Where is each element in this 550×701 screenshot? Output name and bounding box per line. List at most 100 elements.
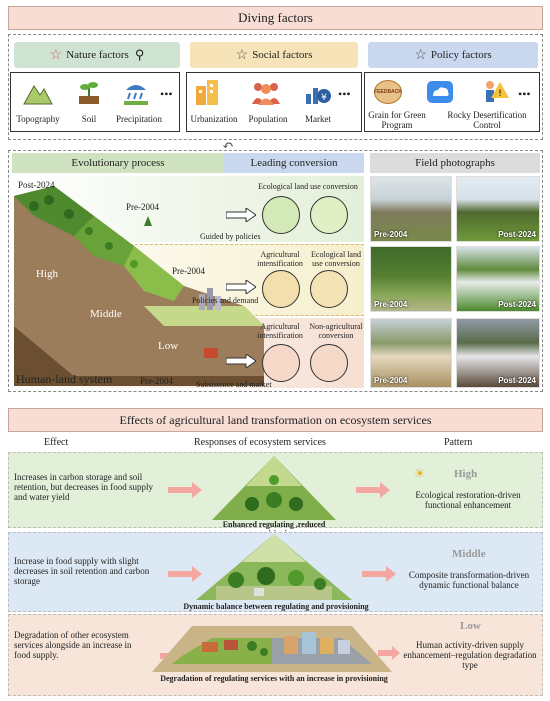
- driver-label-row1: Guided by policies: [200, 232, 261, 241]
- feedback-badge-icon: FEEDBACK: [374, 80, 402, 104]
- more-dots-icon: •••: [338, 87, 351, 101]
- market-chart-icon: ¥: [306, 88, 331, 104]
- conversion-row2-title-b: Ecological land use conversion: [311, 250, 361, 268]
- terrain-illustration: [14, 186, 264, 386]
- driver-label-row2: Policies and demand: [192, 296, 259, 305]
- effect-text-low: Degradation of other ecosystem services …: [14, 630, 132, 660]
- social-item-urbanization: Urbanization: [190, 114, 238, 124]
- pattern-text-low: Human activity-driven supply enhancement…: [403, 640, 537, 670]
- driver-label-row3: Subsistence and market: [196, 380, 272, 389]
- factors-panel: [8, 34, 543, 140]
- cloud-network-icon: [427, 81, 453, 103]
- field-photo-low-pre: Pre-2004: [370, 318, 452, 388]
- effects-title: Effects of agricultural land transformat…: [119, 412, 432, 427]
- magnifier-icon: ⚲: [134, 47, 145, 62]
- nature-factors-label: Nature factors: [66, 49, 129, 61]
- field-photo-middle-pre: Pre-2004: [370, 246, 452, 312]
- ecological-conversion-icon: [310, 270, 348, 308]
- ecological-conversion-icon: [262, 196, 300, 234]
- soil-sprout-icon: [79, 82, 99, 104]
- evolution-panel: [8, 150, 543, 392]
- policy-factors-label: Policy factors: [430, 49, 492, 61]
- field-photo-low-post: Post-2024: [456, 318, 540, 388]
- ecological-conversion-icon: [310, 196, 348, 234]
- precipitation-icon: [124, 85, 148, 105]
- effect-text-high: Increases in carbon storage and soil ret…: [14, 472, 153, 502]
- more-dots-icon: •••: [160, 87, 173, 101]
- terrain-post-2024-label: Post-2024: [18, 180, 55, 190]
- mountain-icon: [23, 85, 53, 105]
- terrain-pre-2004-label-middle: Pre-2004: [172, 266, 205, 276]
- social-item-market: Market: [305, 114, 331, 124]
- social-factors-label: Social factors: [252, 49, 313, 61]
- social-star-icon: ☆: [235, 47, 249, 63]
- nature-star-icon: ☆: [49, 47, 63, 63]
- policy-star-icon: ☆: [414, 47, 427, 63]
- diving-factors-title: Diving factors: [238, 10, 313, 25]
- social-factors-box: [186, 72, 362, 132]
- social-factors-header: ☆ Social factors: [190, 42, 358, 68]
- leading-conversion-header: Leading conversion: [224, 153, 364, 173]
- policy-factors-header: ☆ Policy factors: [368, 42, 538, 68]
- diving-factors-title-box: Diving factors: [8, 6, 543, 30]
- row1-pink-arrow-right-icon: [356, 482, 390, 498]
- column-header-effect: Effect: [44, 437, 69, 448]
- zone-high-label: High: [36, 268, 58, 280]
- field-photographs-header: Field photographs: [370, 153, 540, 173]
- sun-icon: ☀: [414, 466, 426, 481]
- conversion-row1-title: Ecological land use conversion: [258, 182, 358, 191]
- terrain-pre-2004-label-high: Pre-2004: [126, 202, 159, 212]
- column-header-pattern: Pattern: [444, 437, 473, 448]
- row1-arrow-icon: [226, 208, 256, 222]
- level-low-label: Low: [460, 620, 481, 632]
- nature-factors-box: [10, 72, 180, 132]
- agricultural-intensification-icon: [262, 270, 300, 308]
- column-header-responses: Responses of ecosystem services: [194, 437, 326, 448]
- nature-item-precipitation: Precipitation: [116, 114, 162, 124]
- svg-text:!: !: [498, 89, 502, 99]
- row3-arrow-icon: [226, 354, 256, 368]
- city-buildings-icon: [310, 344, 348, 382]
- nature-factors-header: ☆ Nature factors ⚲: [14, 42, 180, 68]
- more-dots-icon: •••: [518, 87, 531, 101]
- field-photo-high-post: Post-2024: [456, 176, 540, 242]
- field-photo-middle-post: Post-2024: [456, 246, 540, 312]
- policy-factors-box: [364, 72, 540, 132]
- level-high-label: High: [454, 468, 478, 480]
- mixed-pyramid-middle: [196, 534, 352, 600]
- social-item-population: Population: [248, 114, 288, 124]
- conversion-row3-title-b: Non-agricultural conversion: [309, 322, 363, 340]
- conversion-row3-title-a: Agricultural intensification: [257, 322, 303, 340]
- field-photo-high-pre: Pre-2004: [370, 176, 452, 242]
- forest-pyramid-high: [212, 456, 336, 520]
- svg-text:¥: ¥: [321, 93, 327, 103]
- zone-low-label: Low: [158, 340, 179, 352]
- nature-item-soil: Soil: [81, 114, 97, 124]
- tractor-icon: [262, 344, 300, 382]
- row2-arrow-icon: [226, 280, 256, 294]
- row1-pink-arrow-icon: [168, 482, 202, 498]
- village-scene-low: [152, 626, 392, 672]
- nature-item-topography: Topography: [16, 114, 60, 124]
- urbanization-buildings-icon: [196, 80, 218, 105]
- policy-item-rocky-desertification: Rocky Desertification Control: [447, 110, 527, 130]
- terrain-pre-2004-label-low: Pre-2004: [140, 376, 173, 386]
- pattern-text-middle: Composite transformation-driven dynamic …: [408, 570, 530, 590]
- conversion-row2-title-a: Agricultural intensification: [257, 250, 303, 268]
- policy-item-grain-for-green: Grain for Green Program: [368, 110, 426, 130]
- warning-person-icon: !: [486, 81, 509, 102]
- caption-low: Degradation of regulating services with …: [160, 674, 388, 683]
- level-middle-label: Middle: [452, 548, 486, 560]
- row2-pink-arrow-right-icon: [362, 566, 396, 582]
- evolutionary-process-header: Evolutionary process: [12, 153, 224, 173]
- zone-middle-label: Middle: [90, 308, 122, 320]
- effects-title-box: Effects of agricultural land transformat…: [8, 408, 543, 432]
- connector-arrow-icon: ↶: [222, 139, 234, 154]
- caption-middle: Dynamic balance between regulating and p…: [183, 602, 369, 611]
- human-land-system-label: Human-land system: [16, 372, 113, 386]
- pattern-text-high: Ecological restoration-driven functional…: [415, 490, 521, 510]
- effect-text-middle: Increase in food supply with slight decr…: [14, 556, 150, 586]
- row2-pink-arrow-icon: [168, 566, 202, 582]
- population-people-icon: [252, 83, 280, 105]
- row3-pink-arrow-right-icon: [378, 646, 400, 660]
